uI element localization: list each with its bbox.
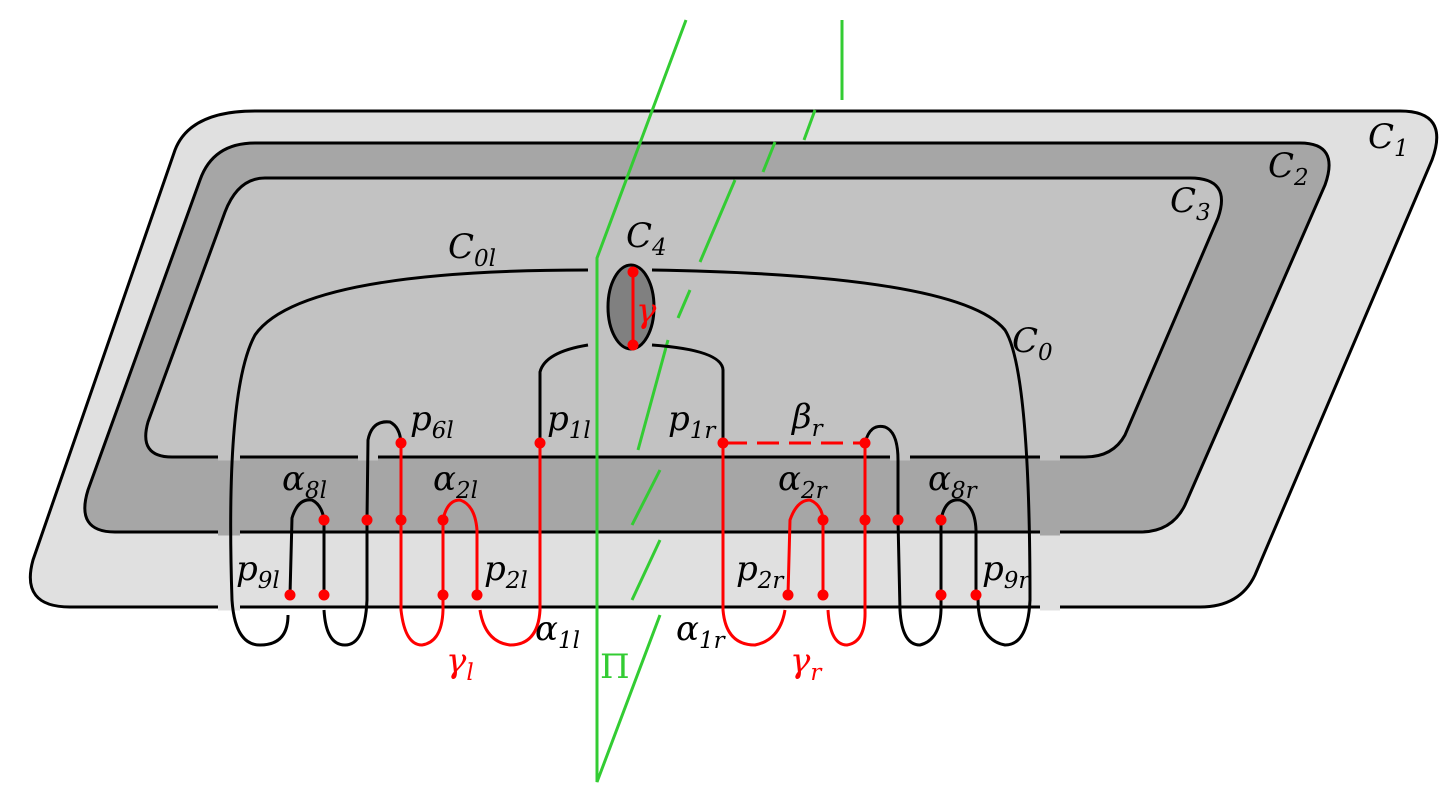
surface-c3	[144, 176, 1223, 459]
horizontal-bars	[290, 455, 1000, 609]
label-p6l: p6l	[410, 399, 454, 444]
label-p9r: p9r	[982, 549, 1031, 594]
label-c0l: C0l	[448, 227, 496, 272]
label-gamma-r: γr	[790, 641, 823, 686]
label-p1r: p1r	[668, 399, 717, 444]
red-points	[284, 266, 982, 601]
label-alpha8l: α8l	[282, 459, 327, 504]
curve-c0	[229, 268, 1032, 647]
label-p1l: p1l	[547, 399, 591, 444]
red-strands	[399, 272, 867, 647]
label-c2: C2	[1268, 146, 1309, 191]
label-c1: C1	[1368, 117, 1409, 162]
label-alpha2l: α2l	[433, 459, 478, 504]
label-pi: Π	[600, 647, 630, 687]
label-p9l: p9l	[236, 549, 280, 594]
label-gamma-l: γl	[446, 641, 474, 686]
label-alpha8r: α8r	[928, 459, 979, 504]
label-c0: C0	[1012, 321, 1053, 366]
label-c4: C4	[626, 216, 667, 261]
labels: C1 C2 C3 C4 C0 C0l γ p6l p1l p1r βr α8l …	[236, 117, 1409, 687]
label-gamma: γ	[636, 291, 657, 331]
label-beta-r: βr	[790, 397, 825, 442]
plane-pi	[595, 19, 844, 783]
label-alpha1r: α1r	[676, 609, 727, 654]
label-alpha2r: α2r	[778, 459, 829, 504]
label-alpha1l: α1l	[535, 609, 580, 654]
label-p2r: p2r	[736, 549, 785, 594]
crossing-gaps	[218, 453, 1060, 611]
label-c3: C3	[1170, 181, 1211, 226]
label-p2l: p2l	[484, 549, 528, 594]
